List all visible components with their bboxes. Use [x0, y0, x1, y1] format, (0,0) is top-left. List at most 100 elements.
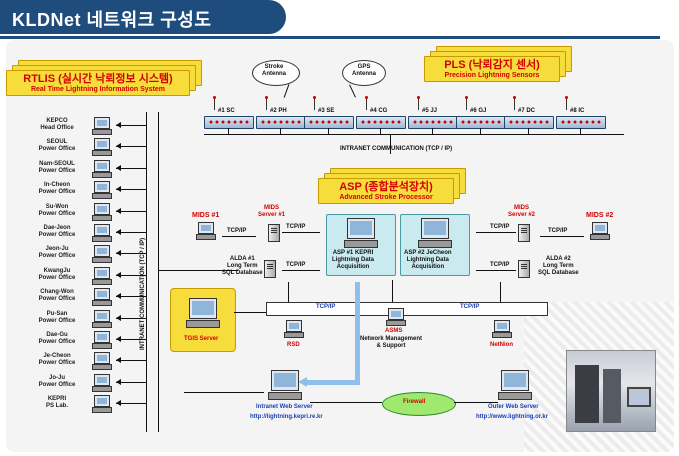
sensor-label: #7 DC	[518, 108, 536, 114]
office-link	[116, 318, 146, 319]
sensor-antenna-icon	[466, 98, 467, 110]
office-label: SEOUL Power Office	[38, 139, 76, 152]
sensor-antenna-tip	[565, 96, 568, 99]
keyboard-icon	[92, 386, 112, 392]
gps-antenna-bubble	[342, 60, 386, 86]
sensor-drop-line	[280, 128, 281, 134]
mids1-tcpip: TCP/IP	[227, 228, 247, 234]
office-label: Jo-Ju Power Office	[38, 375, 76, 388]
sensor-drop-line	[580, 128, 581, 134]
monitor-icon	[94, 352, 110, 364]
arrow-left-icon	[116, 250, 121, 256]
sensor-antenna-icon	[418, 98, 419, 110]
alda1-label: ALDA #1 Long Term SQL Database	[222, 256, 263, 276]
mids2-tcpip: TCP/IP	[548, 228, 568, 234]
sensor-unit	[304, 116, 354, 129]
page-title: KLDNet 네트워크 구성도	[12, 10, 212, 30]
office-vertical-line	[146, 112, 147, 432]
sensor-unit	[204, 116, 254, 129]
mids-server1-tower	[268, 224, 280, 242]
sensor-lights	[560, 120, 602, 124]
arrow-left-icon	[116, 336, 121, 342]
office-link	[116, 339, 146, 340]
sensor-antenna-icon	[514, 98, 515, 110]
sensor-label: #4 CG	[370, 108, 388, 114]
monitor-icon	[94, 331, 110, 343]
sensor-lights	[460, 120, 502, 124]
firewall-shape	[382, 392, 456, 416]
arrow-left-icon	[116, 379, 121, 385]
sensor-unit	[504, 116, 554, 129]
office-link	[116, 125, 146, 126]
sensor-label: #2 PH	[270, 108, 287, 114]
office-label: KwangJu Power Office	[38, 268, 76, 281]
arrow-left-icon	[116, 165, 121, 171]
sensor-label: #8 IC	[570, 108, 585, 114]
arrow-left-icon	[116, 186, 121, 192]
alda1-link	[282, 270, 320, 271]
rtlis-subtitle: Real Time Lightning Information System	[30, 85, 166, 93]
sensor-antenna-tip	[365, 96, 368, 99]
stroke-antenna-label: Stroke Antenna	[262, 64, 286, 77]
keyboard-icon	[92, 150, 112, 156]
keyboard-icon	[92, 364, 112, 370]
office-label: Jeon-Ju Power Office	[38, 246, 76, 259]
lan-bus-up-2	[392, 280, 393, 302]
office-link	[116, 168, 146, 169]
server-rack-1	[575, 365, 599, 423]
keyboard-icon	[92, 215, 112, 221]
monitor-icon	[94, 395, 110, 407]
arrow-left-icon	[116, 293, 121, 299]
sensor-antenna-tip	[265, 96, 268, 99]
sensor-unit	[456, 116, 506, 129]
rtlis-box: RTLIS (실시간 낙뢰정보 시스템) Real Time Lightning…	[6, 60, 202, 98]
mids-server2-tower	[518, 224, 530, 242]
intranet-web-url: http://lightning.kepri.re.kr	[250, 414, 323, 420]
arrow-left-icon	[116, 143, 121, 149]
office-label: Dae-Gu Power Office	[38, 332, 76, 345]
firewall-link-left	[310, 402, 382, 403]
title-bar: KLDNet 네트워크 구성도	[0, 0, 660, 39]
stroke-antenna-bubble	[252, 60, 300, 86]
sensor-drop-line	[328, 128, 329, 134]
arrow-left-icon	[116, 315, 121, 321]
office-label: Chang-Won Power Office	[38, 289, 76, 302]
outer-web-label: Outer Web Server	[488, 404, 539, 410]
sensor-lights	[412, 120, 454, 124]
office-link	[116, 189, 146, 190]
intranet-v-label: INTRANET COMMUNICATION (TCP / IP)	[140, 237, 146, 350]
mids-server1-tcpip: TCP/IP	[286, 224, 306, 230]
tgis-label: TGIS Server	[184, 336, 219, 342]
arrow-left-icon	[116, 229, 121, 235]
sensor-antenna-icon	[314, 98, 315, 110]
outer-web-url: http://www.lightning.or.kr	[476, 414, 549, 420]
sensor-drop-line	[228, 128, 229, 134]
netnion-label: NetNion	[490, 342, 513, 348]
sensor-antenna-tip	[313, 96, 316, 99]
asp-box: ASP (종합분석장치) Advanced Stroke Processor	[318, 168, 468, 206]
arrow-left-icon	[116, 400, 121, 406]
arrow-left-icon	[116, 272, 121, 278]
lan-bus-tcpip-left: TCP/IP	[316, 304, 336, 310]
rsd-label: RSD	[287, 342, 300, 348]
sensor-bus-drop	[390, 134, 391, 154]
monitor-icon	[94, 374, 110, 386]
lan-bus	[266, 302, 548, 316]
office-link	[116, 360, 146, 361]
keyboard-icon	[92, 193, 112, 199]
mids2-link	[540, 236, 584, 237]
sensor-label: #1 SC	[218, 108, 235, 114]
sensor-antenna-icon	[266, 98, 267, 110]
asms-label: ASMS	[385, 328, 403, 334]
alda1-tcpip: TCP/IP	[286, 262, 306, 268]
server-rack-2	[603, 369, 621, 423]
intranet-h-label: INTRANET COMMUNICATION (TCP / IP)	[340, 146, 453, 152]
sensor-lights	[308, 120, 350, 124]
alda2-label: ALDA #2 Long Term SQL Database	[538, 256, 579, 276]
monitor-icon	[94, 224, 110, 236]
keyboard-icon	[92, 236, 112, 242]
alda2-link	[476, 270, 516, 271]
sensor-antenna-tip	[417, 96, 420, 99]
sensor-lights	[360, 120, 402, 124]
sensor-unit	[408, 116, 458, 129]
